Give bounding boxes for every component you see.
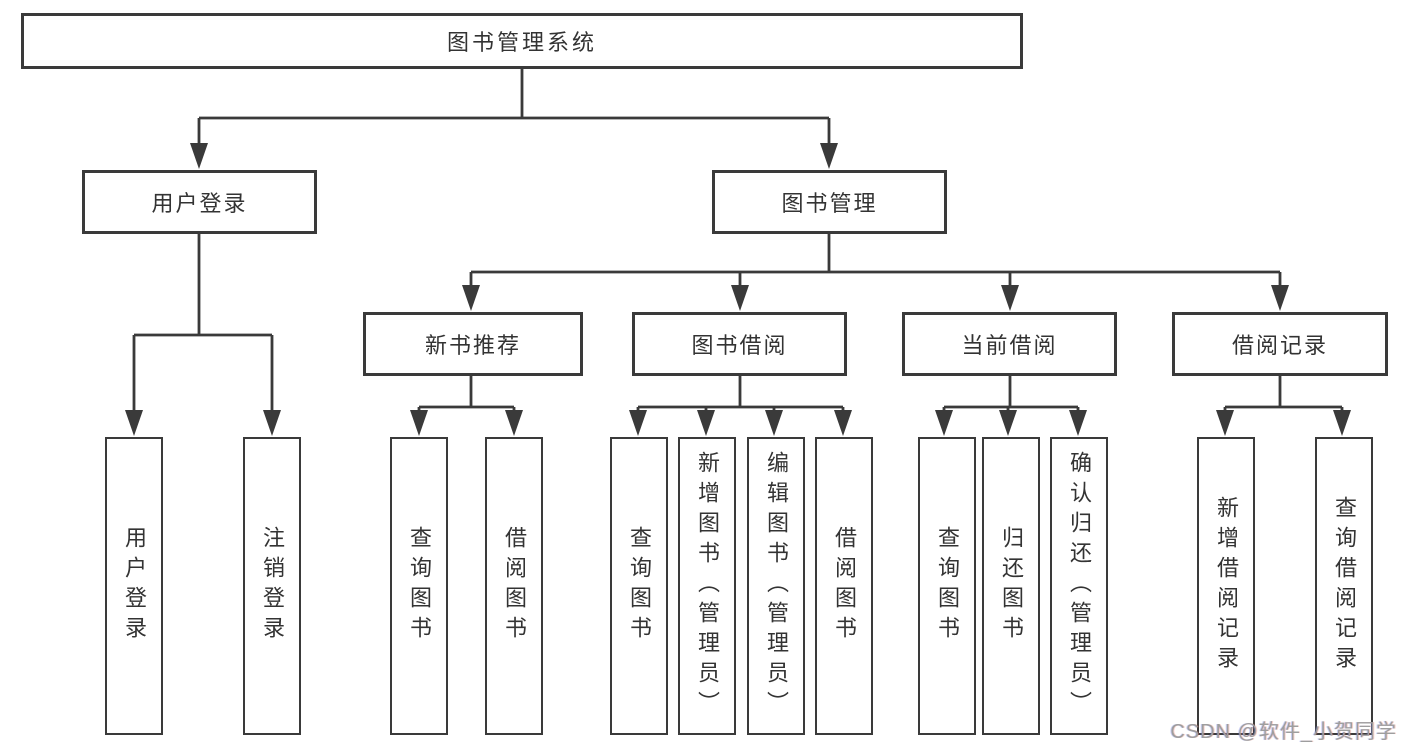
leaf-return-books: 归还图书 xyxy=(982,437,1040,735)
connector-bookmgmt-to-level3 xyxy=(462,234,1289,311)
connector-newbook-to-leaves xyxy=(410,376,523,436)
leaf-label: 查询图书 xyxy=(935,526,960,646)
leaf-query-books-current: 查询图书 xyxy=(918,437,976,735)
node-new-book-recommendation: 新书推荐 xyxy=(363,312,583,376)
connector-root-to-level2 xyxy=(190,69,838,169)
leaf-confirm-return-admin: 确认归还（管理员） xyxy=(1050,437,1108,735)
leaf-label: 注销登录 xyxy=(260,526,285,646)
node-label: 用户登录 xyxy=(151,191,248,216)
node-label: 图书管理 xyxy=(781,191,878,216)
connector-userlogin-to-leaves xyxy=(125,234,281,436)
leaf-query-books-newbook: 查询图书 xyxy=(390,437,448,735)
leaf-label: 借阅图书 xyxy=(502,526,527,646)
node-label: 图书借阅 xyxy=(691,333,788,358)
leaf-user-login: 用户登录 xyxy=(105,437,163,735)
leaf-add-borrow-record: 新增借阅记录 xyxy=(1197,437,1255,735)
leaf-query-borrow-record: 查询借阅记录 xyxy=(1315,437,1373,735)
node-label: 新书推荐 xyxy=(424,333,521,358)
leaf-label: 查询借阅记录 xyxy=(1332,496,1357,676)
leaf-label: 确认归还（管理员） xyxy=(1067,451,1092,721)
leaf-label: 查询图书 xyxy=(627,526,652,646)
node-library-management-system: 图书管理系统 xyxy=(21,13,1023,69)
node-book-management-branch: 图书管理 xyxy=(712,170,947,234)
leaf-logout: 注销登录 xyxy=(243,437,301,735)
connector-current-to-leaves xyxy=(935,376,1087,436)
leaf-borrow-books-newbook: 借阅图书 xyxy=(485,437,543,735)
leaf-label: 查询图书 xyxy=(407,526,432,646)
leaf-label: 用户登录 xyxy=(122,526,147,646)
leaf-query-books-borrowing: 查询图书 xyxy=(610,437,668,735)
leaf-label: 编辑图书（管理员） xyxy=(764,451,789,721)
node-borrowing-records: 借阅记录 xyxy=(1172,312,1388,376)
connector-records-to-leaves xyxy=(1216,376,1351,436)
node-label: 当前借阅 xyxy=(961,333,1058,358)
leaf-borrow-books-borrowing: 借阅图书 xyxy=(815,437,873,735)
node-label: 借阅记录 xyxy=(1231,333,1328,358)
node-book-borrowing: 图书借阅 xyxy=(632,312,847,376)
leaf-edit-books-admin: 编辑图书（管理员） xyxy=(747,437,805,735)
leaf-add-books-admin: 新增图书（管理员） xyxy=(678,437,736,735)
leaf-label: 新增借阅记录 xyxy=(1214,496,1239,676)
leaf-label: 新增图书（管理员） xyxy=(695,451,720,721)
leaf-label: 归还图书 xyxy=(999,526,1024,646)
connector-bookborrow-to-leaves xyxy=(629,376,852,436)
node-label: 图书管理系统 xyxy=(446,30,597,55)
csdn-watermark: CSDN @软件_小贺同学 xyxy=(1170,721,1397,743)
leaf-label: 借阅图书 xyxy=(832,526,857,646)
node-current-borrowing: 当前借阅 xyxy=(902,312,1117,376)
node-user-login-branch: 用户登录 xyxy=(82,170,317,234)
